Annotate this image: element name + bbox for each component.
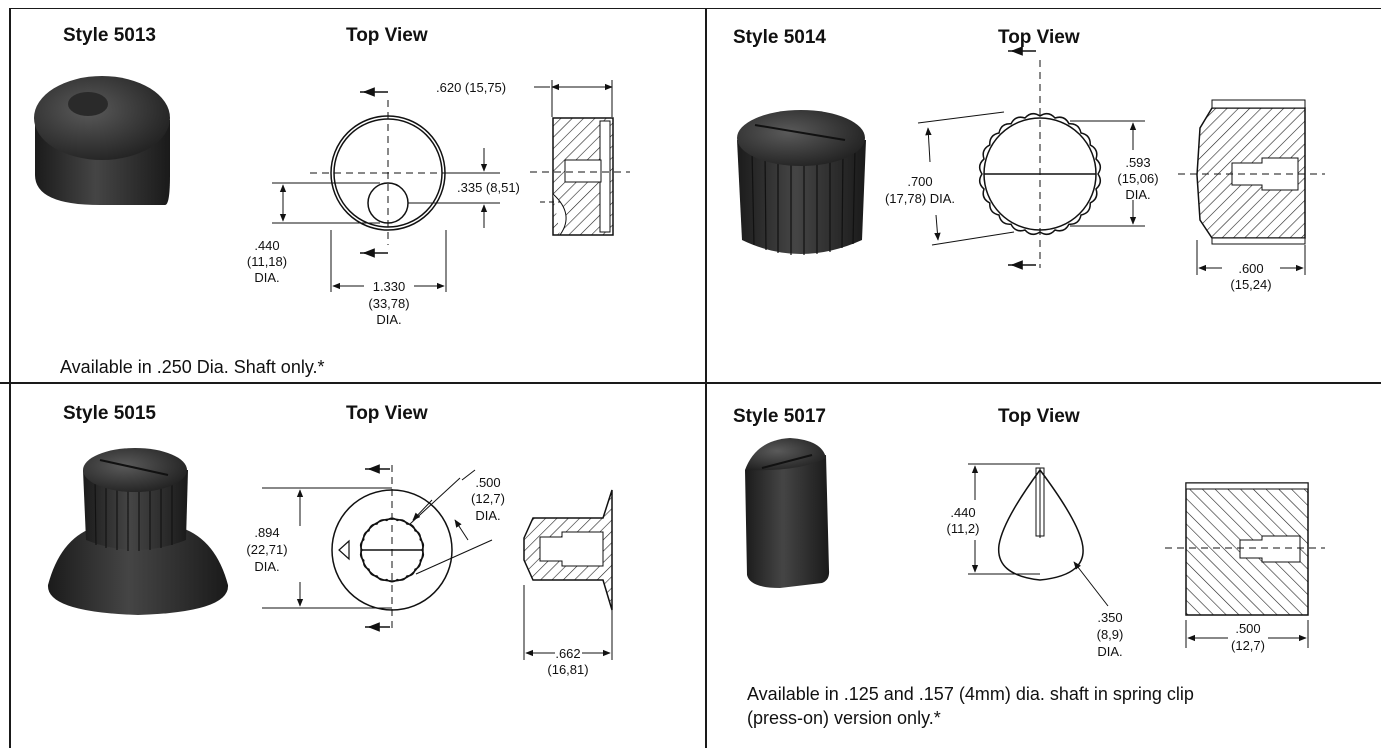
left-border: [9, 8, 11, 748]
horizontal-divider: [0, 382, 1381, 384]
dim-5015-a2: (12,7): [471, 491, 505, 506]
top-view-5015-title: Top View: [346, 403, 428, 424]
drawing-5017-section: [1165, 482, 1325, 648]
dim-5015-b3: DIA.: [254, 559, 279, 574]
dim-5013-d2: (33,78): [368, 296, 409, 311]
drawing-5015-top-view: [262, 464, 493, 632]
dim-5017-c2: (12,7): [1231, 638, 1265, 653]
dim-5013-d1: 1.330: [373, 279, 406, 294]
style-5014-title: Style 5014: [733, 27, 826, 48]
dim-5013-c3: DIA.: [254, 270, 279, 285]
dim-5015-a3: DIA.: [475, 508, 500, 523]
drawing-5015-scallop-edge: [359, 517, 425, 583]
knob-5015-photo: [47, 448, 229, 615]
drawing-5015-section: [523, 489, 613, 660]
dim-5014-b2: (15,06): [1117, 171, 1158, 186]
dim-5017-c1: .500: [1235, 621, 1260, 636]
scalloped-edge: [359, 517, 425, 583]
dim-5014-c2: (15,24): [1230, 277, 1271, 292]
dim-5014-a2: (17,78) DIA.: [885, 191, 955, 206]
dim-5015-a1: .500: [475, 475, 500, 490]
top-border: [9, 8, 1381, 9]
top-view-5013-title: Top View: [346, 25, 428, 46]
dim-5015-c1: .662: [555, 646, 580, 661]
scalloped-edge: [978, 112, 1102, 236]
dim-5017-b1: .350: [1097, 610, 1122, 625]
dim-5014-a1: .700: [907, 174, 932, 189]
note-5017-line2: (press-on) version only.*: [747, 708, 941, 728]
drawing-5017-top-view: [968, 463, 1109, 607]
knob-5014-photo: [737, 110, 866, 255]
note-5017-line1: Available in .125 and .157 (4mm) dia. sh…: [747, 684, 1194, 704]
style-5015-title: Style 5015: [63, 403, 156, 424]
drawing-5013-top-view: [272, 80, 613, 292]
dim-5014-b1: .593: [1125, 155, 1150, 170]
dim-5017-b3: DIA.: [1097, 644, 1122, 659]
dim-5014-b3: DIA.: [1125, 187, 1150, 202]
dim-5017-b2: (8,9): [1097, 627, 1124, 642]
dim-5015-b1: .894: [254, 525, 279, 540]
dim-5013-b: .335 (8,51): [457, 180, 520, 195]
drawing-5014-scallop-edge: [978, 112, 1102, 236]
dim-5014-c1: .600: [1238, 261, 1263, 276]
top-view-5017-title: Top View: [998, 406, 1080, 427]
top-view-5014-title: Top View: [998, 27, 1080, 48]
dim-5015-c2: (16,81): [547, 662, 588, 677]
dim-5013-c2: (11,18): [247, 254, 287, 269]
drawing-5014-top-view: [917, 46, 1145, 270]
dim-5017-a2: (11,2): [947, 521, 980, 536]
vertical-divider: [705, 8, 707, 748]
note-5013: Available in .250 Dia. Shaft only.*: [60, 357, 325, 377]
style-5017-title: Style 5017: [733, 406, 826, 427]
dim-5015-b2: (22,71): [246, 542, 287, 557]
drawing-5014-section: [1178, 99, 1325, 275]
style-5013-title: Style 5013: [63, 25, 156, 46]
dim-5013-c1: .440: [254, 238, 279, 253]
drawing-5013-section: [530, 117, 630, 236]
knob-5013-photo: [34, 76, 170, 205]
dim-5017-a1: .440: [950, 505, 975, 520]
dim-5013-d3: DIA.: [376, 312, 401, 327]
knob-5017-photo: [745, 438, 830, 588]
dim-5013-a: .620 (15,75): [436, 80, 506, 95]
